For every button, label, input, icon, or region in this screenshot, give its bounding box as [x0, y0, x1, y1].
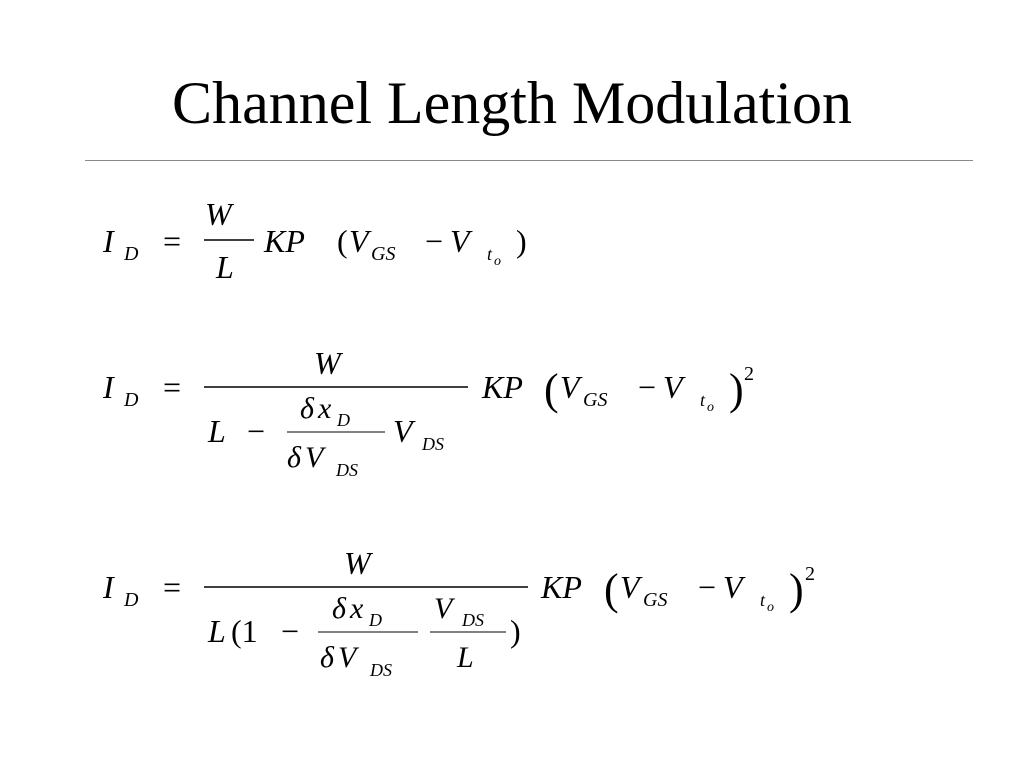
eq3-V-bot: V	[338, 641, 360, 674]
eq3-minus-den: −	[281, 613, 299, 649]
eq1-lparen: (	[337, 223, 348, 259]
eq3-minus: −	[698, 569, 716, 605]
eq3-L: L	[207, 613, 226, 649]
eq3-t-sub: t	[760, 590, 766, 610]
eq1-I: I	[102, 223, 115, 259]
eq3-V-num: V	[434, 592, 456, 625]
eq2-square: 2	[744, 363, 754, 385]
eq1-rparen: )	[516, 223, 527, 259]
eq2-V2: V	[663, 369, 686, 405]
eq2-I: I	[102, 369, 115, 405]
eq1-D-sub: D	[123, 243, 139, 265]
eq2-L: L	[207, 413, 226, 449]
eq2-V1: V	[560, 369, 583, 405]
title-divider	[85, 160, 973, 161]
eq3-lparen: (	[604, 565, 619, 614]
eq2-minus: −	[638, 369, 656, 405]
eq2-V-bot: V	[305, 441, 327, 474]
eq1-V2: V	[450, 223, 473, 259]
eq2-rparen: )	[729, 365, 744, 414]
eq2-lparen: (	[544, 365, 559, 414]
eq2-delta-bot: δ	[287, 441, 302, 474]
slide-title: Channel Length Modulation	[172, 70, 852, 136]
eq1-o-sub: o	[494, 254, 501, 269]
eq3-xD-sub: D	[368, 610, 382, 630]
equation-2: I D = W L − δ x D δ V DS V DS KP ( V GS …	[102, 345, 754, 480]
eq2-delta-top: δ	[300, 392, 315, 425]
eq3-delta-top: δ	[332, 592, 347, 625]
eq2-equals: =	[163, 369, 181, 405]
eq3-V1: V	[620, 569, 643, 605]
eq3-V2: V	[723, 569, 746, 605]
eq2-D-sub: D	[123, 389, 139, 411]
eq1-equals: =	[163, 223, 181, 259]
eq2-xD-sub: D	[336, 410, 350, 430]
eq3-I: I	[102, 569, 115, 605]
eq2-DS-sub-bot: DS	[335, 460, 358, 480]
eq1-V1: V	[349, 223, 372, 259]
eq1-t-sub: t	[487, 244, 493, 264]
eq3-GS-sub: GS	[643, 589, 667, 611]
eq2-KP: KP	[481, 369, 523, 405]
eq2-V-ds: V	[393, 413, 416, 449]
eq3-square: 2	[805, 563, 815, 585]
eq2-GS-sub: GS	[583, 389, 607, 411]
eq1-minus: −	[425, 223, 443, 259]
eq1-GS-sub: GS	[371, 243, 395, 265]
eq2-o-sub: o	[707, 400, 714, 415]
eq2-W: W	[314, 345, 344, 381]
eq3-x: x	[349, 592, 364, 625]
eq3-DS-sub-bot: DS	[369, 660, 392, 680]
eq2-t-sub: t	[700, 390, 706, 410]
eq3-lparen-den: (1	[231, 613, 258, 649]
eq3-DS-sub-num: DS	[461, 610, 484, 630]
eq3-rparen-den: )	[510, 613, 521, 649]
eq3-W: W	[344, 545, 374, 581]
eq2-x: x	[317, 392, 332, 425]
equation-3: I D = W L (1 − δ x D δ V DS V DS L ) KP …	[102, 545, 815, 680]
eq3-L-den: L	[456, 641, 474, 674]
eq1-L: L	[215, 249, 234, 285]
eq1-KP: KP	[263, 223, 305, 259]
eq2-DS-sub: DS	[421, 434, 444, 454]
eq2-minus-den: −	[247, 413, 265, 449]
eq3-o-sub: o	[767, 600, 774, 615]
equation-1: I D = W L KP ( V GS − V t o )	[102, 196, 527, 285]
eq3-equals: =	[163, 569, 181, 605]
eq1-W: W	[205, 196, 235, 232]
eq3-D-sub: D	[123, 589, 139, 611]
eq3-KP: KP	[540, 569, 582, 605]
eq3-rparen: )	[789, 565, 804, 614]
eq3-delta-bot: δ	[320, 641, 335, 674]
